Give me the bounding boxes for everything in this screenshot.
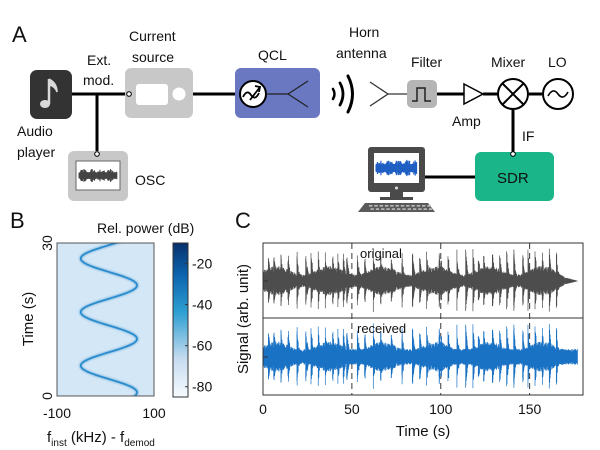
qcl-label: QCL xyxy=(258,47,287,63)
keyboard-key xyxy=(390,205,394,207)
keyboard-key xyxy=(370,208,374,210)
series-original xyxy=(263,248,578,312)
c-xlabel: Time (s) xyxy=(396,423,450,440)
horn-antenna xyxy=(369,81,389,107)
c-xtick-label: 100 xyxy=(429,401,453,417)
oscilloscope xyxy=(68,151,128,201)
series-received xyxy=(263,323,578,389)
heatmap-frame xyxy=(56,242,155,397)
qcl xyxy=(235,68,320,118)
local-oscillator xyxy=(542,78,574,110)
wires xyxy=(72,92,542,179)
bandpass-icon xyxy=(412,87,431,102)
b-xtick-label: -100 xyxy=(43,405,71,421)
keyboard-key xyxy=(416,205,421,207)
keyboard-key xyxy=(374,205,378,207)
colorbar xyxy=(172,242,189,398)
panel-b-label: B xyxy=(10,208,25,233)
colorbar-label: Rel. power (dB) xyxy=(97,220,194,236)
keyboard-key xyxy=(381,208,385,210)
b-xlabel: finst (kHz) - fdemod xyxy=(47,429,155,449)
keyboard-key xyxy=(422,205,426,207)
ext-mod-label: mod. xyxy=(83,72,114,88)
colorbar-tick-label: -60 xyxy=(192,338,212,354)
c-ylabel: Signal (arb. unit) xyxy=(235,264,252,374)
colorbar-tick-label: -20 xyxy=(192,256,212,272)
amplifier-icon xyxy=(463,82,485,106)
keyboard-key xyxy=(402,208,406,210)
b-ytick-label: 30 xyxy=(39,235,55,251)
audio-player xyxy=(30,70,72,119)
pc-waveform xyxy=(375,159,418,177)
waveform-plot: original received xyxy=(262,242,584,396)
horn-antenna-label: Horn xyxy=(349,24,379,40)
c-xtick-label: 50 xyxy=(344,401,360,417)
colorbar-tick-label: -80 xyxy=(192,379,212,395)
legend-received: received xyxy=(357,321,406,336)
b-ylabel: Time (s) xyxy=(20,292,37,346)
filter xyxy=(407,80,437,108)
keyboard-key xyxy=(427,205,431,207)
panel-c-label: C xyxy=(235,208,251,233)
keyboard-key xyxy=(411,205,415,207)
lo-label: LO xyxy=(548,54,567,70)
keyboard-key xyxy=(400,205,405,207)
frequency-trace xyxy=(79,243,138,396)
osc-label: OSC xyxy=(135,172,165,188)
mixer-label: Mixer xyxy=(491,54,526,70)
sdr xyxy=(475,151,554,201)
c-xtick-label: 0 xyxy=(259,401,267,417)
amp-label: Amp xyxy=(452,113,481,129)
keyboard-key xyxy=(407,208,411,210)
keyboard-key xyxy=(428,208,433,210)
keyboard-key xyxy=(412,208,417,210)
b-ytick-label: 0 xyxy=(39,392,55,400)
current-source-label: Current xyxy=(129,28,176,44)
keyboard-key xyxy=(397,208,401,210)
b-xtick-label: 100 xyxy=(142,405,166,421)
heatmap-plot xyxy=(56,242,155,397)
panel-a-label: A xyxy=(12,22,27,47)
keyboard-key xyxy=(379,205,383,207)
waveform-frame xyxy=(262,242,584,396)
wave-emission-icon xyxy=(331,74,354,114)
computer-icon xyxy=(358,147,435,212)
keyboard-key xyxy=(418,208,422,210)
ext-mod-label: Ext. xyxy=(87,52,111,68)
current-source-label: source xyxy=(132,49,174,65)
colorbar-tick-label: -40 xyxy=(192,297,212,313)
horn-antenna-label: antenna xyxy=(336,45,387,61)
keyboard-key xyxy=(384,205,389,207)
music-note-icon xyxy=(40,78,58,108)
if-label: IF xyxy=(522,128,534,144)
filter-label: Filter xyxy=(411,54,442,70)
keyboard-key xyxy=(391,208,396,210)
osc-waveform xyxy=(78,168,118,183)
c-xtick-label: 150 xyxy=(518,401,542,417)
current-source xyxy=(125,68,193,118)
mixer xyxy=(497,78,529,110)
keyboard-key xyxy=(423,208,427,210)
keyboard-key xyxy=(375,208,380,210)
sdr-label: SDR xyxy=(497,170,529,187)
legend-original: original xyxy=(360,246,402,261)
keyboard-key xyxy=(386,208,390,210)
audio-player-label: player xyxy=(17,144,55,160)
heatmap-background xyxy=(57,243,154,396)
keyboard-key xyxy=(406,205,410,207)
audio-player-label: Audio xyxy=(17,123,53,139)
keyboard-key xyxy=(369,205,373,207)
keyboard-key xyxy=(395,205,399,207)
